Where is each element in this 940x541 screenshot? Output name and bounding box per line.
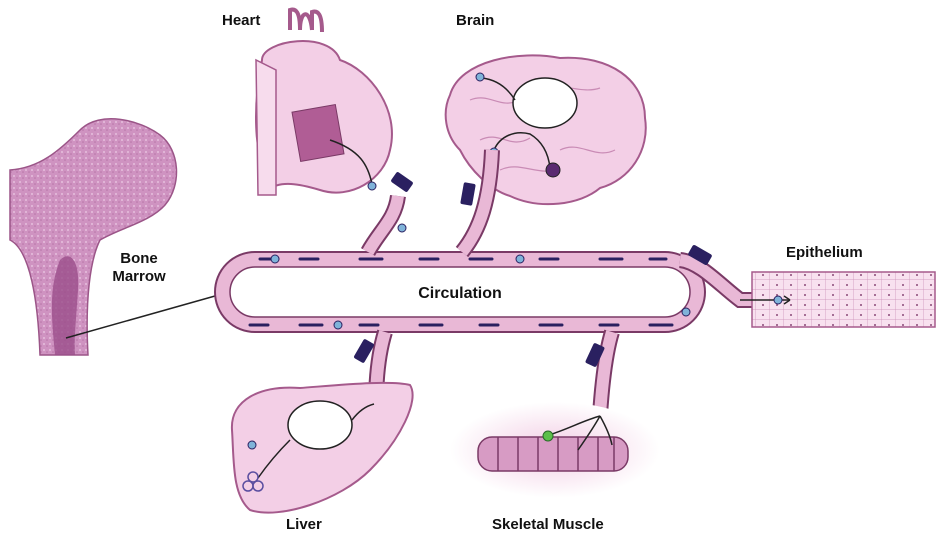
bone-marrow-label: Bone Marrow <box>112 250 165 286</box>
heart-label: Heart <box>222 12 260 30</box>
bone-marrow-label-line1: Bone <box>112 250 165 268</box>
liver-label: Liver <box>286 516 322 534</box>
epithelium-label: Epithelium <box>786 244 863 262</box>
bone-marrow-illustration <box>10 119 215 355</box>
liver-illustration <box>232 383 413 513</box>
brain-label: Brain <box>456 12 494 30</box>
skeletal-muscle-illustration <box>450 402 660 498</box>
bone-marrow-label-line2: Marrow <box>112 268 165 286</box>
epithelium-illustration <box>740 272 935 327</box>
brain-illustration <box>446 55 646 204</box>
skeletal-muscle-label: Skeletal Muscle <box>492 516 604 534</box>
heart-illustration <box>256 10 392 195</box>
circulation-label: Circulation <box>418 285 502 303</box>
